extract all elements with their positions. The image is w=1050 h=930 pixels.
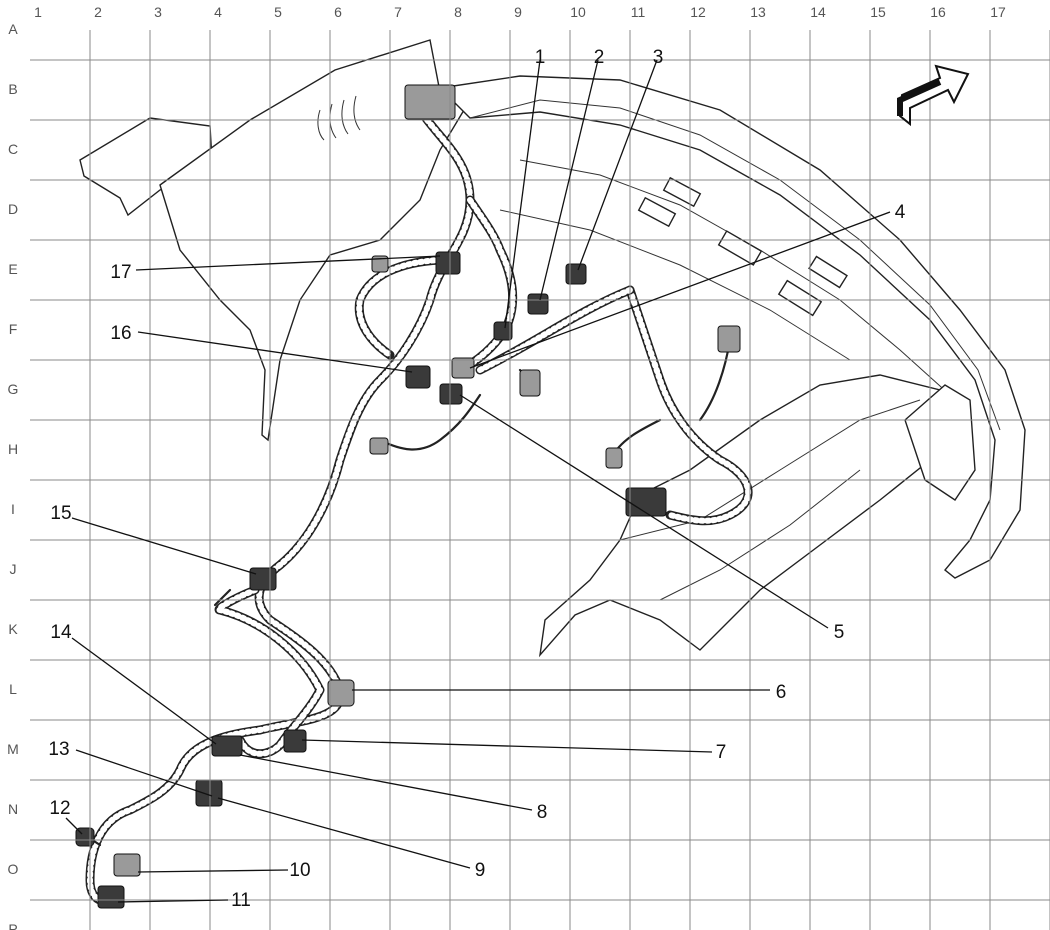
row-label: P [8,921,17,930]
callout-leader-lines [65,59,891,903]
connector-g9 [519,369,541,397]
callout-3: 3 [653,47,664,68]
column-label: 8 [454,4,462,20]
connector-c8 [211,735,243,757]
column-label: 4 [214,4,222,20]
column-label: 9 [514,4,522,20]
connector-c6 [327,679,355,707]
column-label: 14 [810,4,826,20]
row-label: I [11,501,15,517]
connector-h6 [369,437,389,455]
callout-2: 2 [594,47,605,68]
row-label: K [8,621,18,637]
connector-c10 [113,853,141,877]
callout-labels: 1 2 3 4 5 6 7 8 9 10 11 12 13 14 15 16 1… [48,47,905,911]
connector-c16 [405,365,431,389]
front-arrow-icon [897,64,970,127]
row-label: M [7,741,19,757]
column-label: 6 [334,4,342,20]
connector-c2 [527,293,549,315]
connector-c7 [283,729,307,753]
callout-1: 1 [535,47,546,68]
row-label: C [8,141,18,157]
row-label: N [8,801,18,817]
row-label: J [10,561,17,577]
column-label: 15 [870,4,886,20]
column-label: 1 [34,4,42,20]
connector-c5 [625,487,667,517]
connector-f12 [717,325,741,353]
column-label: 12 [690,4,706,20]
row-label: G [8,381,19,397]
connector-c17 [435,251,461,275]
connector-c16b [439,383,463,405]
bumper-fascia [438,75,1026,579]
column-label: 13 [750,4,766,20]
column-label: 3 [154,4,162,20]
row-label: B [8,81,17,97]
row-label: E [8,261,17,277]
connector-c9 [195,779,223,807]
connector-h11 [605,447,623,469]
callout-11: 11 [231,890,251,911]
callout-16: 16 [110,323,131,344]
callout-14: 14 [50,622,72,643]
column-label: 10 [570,4,586,20]
column-label: 11 [631,4,646,20]
connector-c4 [451,357,475,379]
row-label: L [9,681,17,697]
callout-4: 4 [895,202,906,223]
callout-12: 12 [49,798,70,819]
row-label: F [9,321,18,337]
callout-17: 17 [110,262,131,283]
connector-c3 [565,263,587,285]
row-label: H [8,441,18,457]
connector-c1 [493,321,513,341]
callout-10: 10 [289,860,310,881]
connector-e7 [371,255,389,273]
column-label: 16 [930,4,946,20]
row-label: O [8,861,19,877]
reference-grid [30,30,1050,930]
row-label: A [8,21,18,37]
row-label: D [8,201,18,217]
connector-top [404,84,456,120]
callout-13: 13 [48,739,69,760]
callout-6: 6 [776,682,787,703]
callout-7: 7 [716,742,727,763]
column-label: 7 [394,4,402,20]
callout-5: 5 [834,622,845,643]
connectors [75,84,741,909]
body-panels [79,39,1026,658]
column-label: 5 [274,4,282,20]
callout-8: 8 [537,802,548,823]
connector-c11 [97,885,125,909]
connector-c15 [249,567,277,591]
callout-15: 15 [50,503,71,524]
callout-9: 9 [475,860,486,881]
column-label: 2 [94,4,102,20]
column-label: 17 [990,4,1006,20]
